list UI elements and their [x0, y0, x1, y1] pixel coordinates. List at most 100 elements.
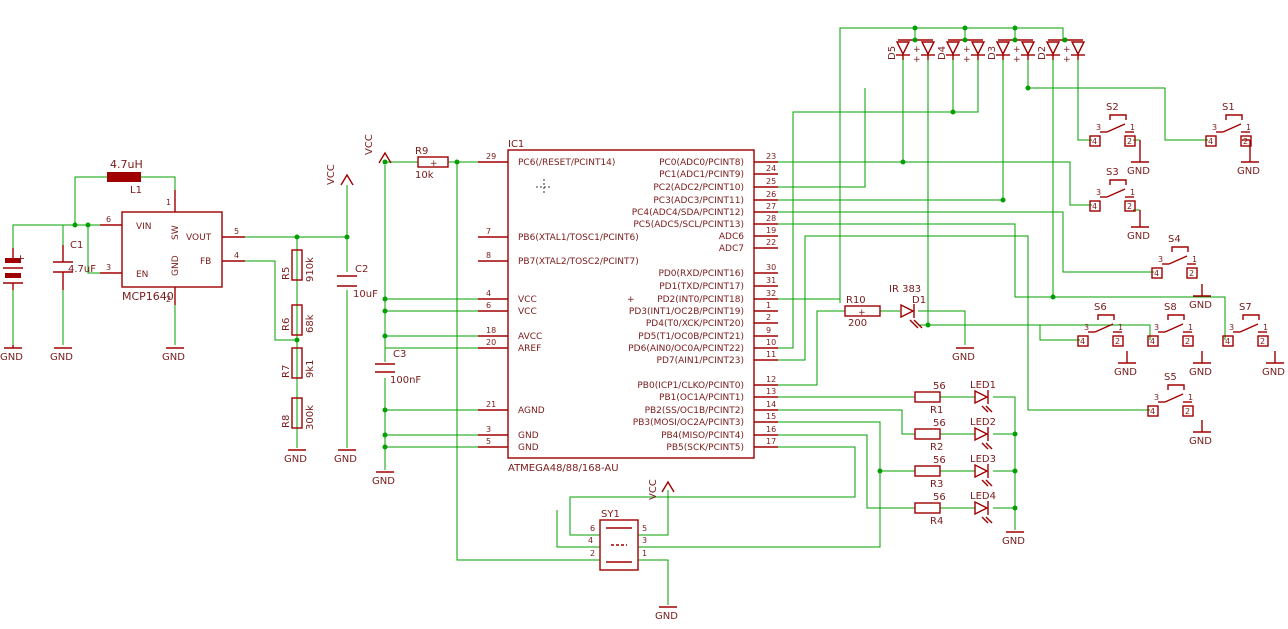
svg-text:1: 1	[1246, 123, 1251, 132]
pin-label: VCC	[518, 307, 537, 317]
svg-text:GND: GND	[1237, 166, 1260, 177]
pin-number: 25	[766, 177, 776, 186]
svg-text:+: +	[963, 55, 971, 65]
svg-text:1: 1	[1188, 323, 1193, 332]
switch-label: S7	[1239, 302, 1252, 313]
mcp-vout: VOUT	[186, 233, 212, 243]
svg-text:10uF: 10uF	[353, 289, 378, 300]
svg-text:GND: GND	[50, 352, 73, 363]
ic1-value: ATMEGA48/88/168-AU	[508, 463, 619, 474]
pin-label: PC2(ADC2/PCINT10)	[653, 183, 744, 193]
pin-number: 28	[766, 214, 776, 223]
led-resistor-name: R4	[930, 516, 943, 527]
svg-text:1: 1	[1118, 323, 1123, 332]
svg-text:GND: GND	[1127, 231, 1150, 242]
diode-pair: ++D5	[887, 37, 936, 65]
svg-text:4: 4	[1208, 137, 1213, 146]
svg-text:IR 383: IR 383	[889, 284, 921, 295]
switch-label: S5	[1164, 372, 1177, 383]
pin-label: PB5(SCK/PCINT5)	[666, 443, 744, 453]
diode-label: D3	[987, 46, 998, 60]
sy1-resonator: SY1 6 5 4 3 2 1	[588, 509, 647, 571]
diode-pair: ++D4	[937, 37, 986, 65]
pin-number: 11	[766, 350, 776, 359]
pin-label: PB3(MOSI/OC2A/PCINT3)	[633, 418, 744, 428]
pin-number: 10	[766, 338, 776, 347]
pin-label: PB2(SS/OC1B/PCINT2)	[645, 406, 744, 416]
switch-label: S1	[1222, 102, 1235, 113]
svg-text:GND: GND	[284, 454, 307, 465]
pin-label: PC5(ADC5/SCL/PCINT13)	[633, 220, 744, 230]
pin-label: PD1(TXD/PCINT17)	[659, 282, 744, 292]
svg-text:4: 4	[1225, 337, 1230, 346]
svg-text:4: 4	[1080, 337, 1085, 346]
svg-text:+: +	[913, 45, 921, 55]
pin-number: 8	[486, 251, 491, 260]
svg-text:GND: GND	[372, 476, 395, 487]
svg-text:3: 3	[1229, 323, 1234, 332]
pin-number: 21	[486, 400, 496, 409]
pin-label: PC3(ADC3/PCINT11)	[653, 196, 744, 206]
svg-text:2: 2	[1185, 337, 1190, 346]
svg-text:D1: D1	[912, 295, 926, 306]
svg-text:2: 2	[1243, 137, 1248, 146]
battery: +	[3, 248, 25, 290]
pin-number: 32	[766, 289, 776, 298]
c1-name: C1	[70, 240, 83, 251]
pin-label: PD0(RXD/PCINT16)	[658, 269, 744, 279]
switch-label: S8	[1164, 302, 1177, 313]
pin-label: PD4(T0/XCK/PCINT20)	[646, 319, 744, 329]
pin-label: AGND	[518, 406, 545, 416]
pin-label: PC4(ADC4/SDA/PCINT12)	[632, 208, 744, 218]
svg-text:+: +	[1013, 55, 1021, 65]
svg-text:2: 2	[1127, 202, 1132, 211]
pin-label: PB7(XTAL2/TOSC2/PCINT7)	[518, 257, 639, 267]
pin-number: 1	[766, 301, 771, 310]
svg-text:1: 1	[1130, 188, 1135, 197]
svg-text:GND: GND	[1189, 367, 1212, 378]
mcp-gnd: GND	[171, 255, 181, 276]
svg-text:4: 4	[1154, 269, 1159, 278]
pin-label: AVCC	[518, 332, 542, 342]
svg-text:+: +	[430, 159, 438, 169]
pin-label: PD2(INT0/PCINT18)	[657, 295, 744, 305]
svg-text:100nF: 100nF	[390, 375, 421, 386]
pin-number: 26	[766, 190, 776, 199]
svg-text:1: 1	[1192, 255, 1197, 264]
pin-number: 15	[766, 412, 776, 421]
pin-number: 6	[486, 301, 491, 310]
vcc-symbol-1: VCC	[364, 134, 392, 164]
svg-text:+: +	[913, 55, 921, 65]
resistor-r5: R5 910k	[281, 249, 316, 282]
ic1-chip: IC1 ATMEGA48/88/168-AU 29PC6(/RESET/PCIN…	[478, 139, 778, 474]
pin-number: 5	[486, 437, 491, 446]
pin-number: 9	[766, 326, 771, 335]
svg-text:SY1: SY1	[601, 509, 620, 520]
led-resistor-name: R3	[930, 479, 943, 490]
pin-number: 30	[766, 263, 776, 272]
pin-label: PC1(ADC1/PCINT9)	[659, 170, 744, 180]
svg-text:R8: R8	[281, 415, 292, 428]
svg-text:VCC: VCC	[364, 134, 375, 155]
inductor-l1: 4.7uH L1	[107, 158, 143, 196]
svg-text:GND: GND	[1002, 536, 1025, 547]
pin-number: 20	[486, 338, 496, 347]
